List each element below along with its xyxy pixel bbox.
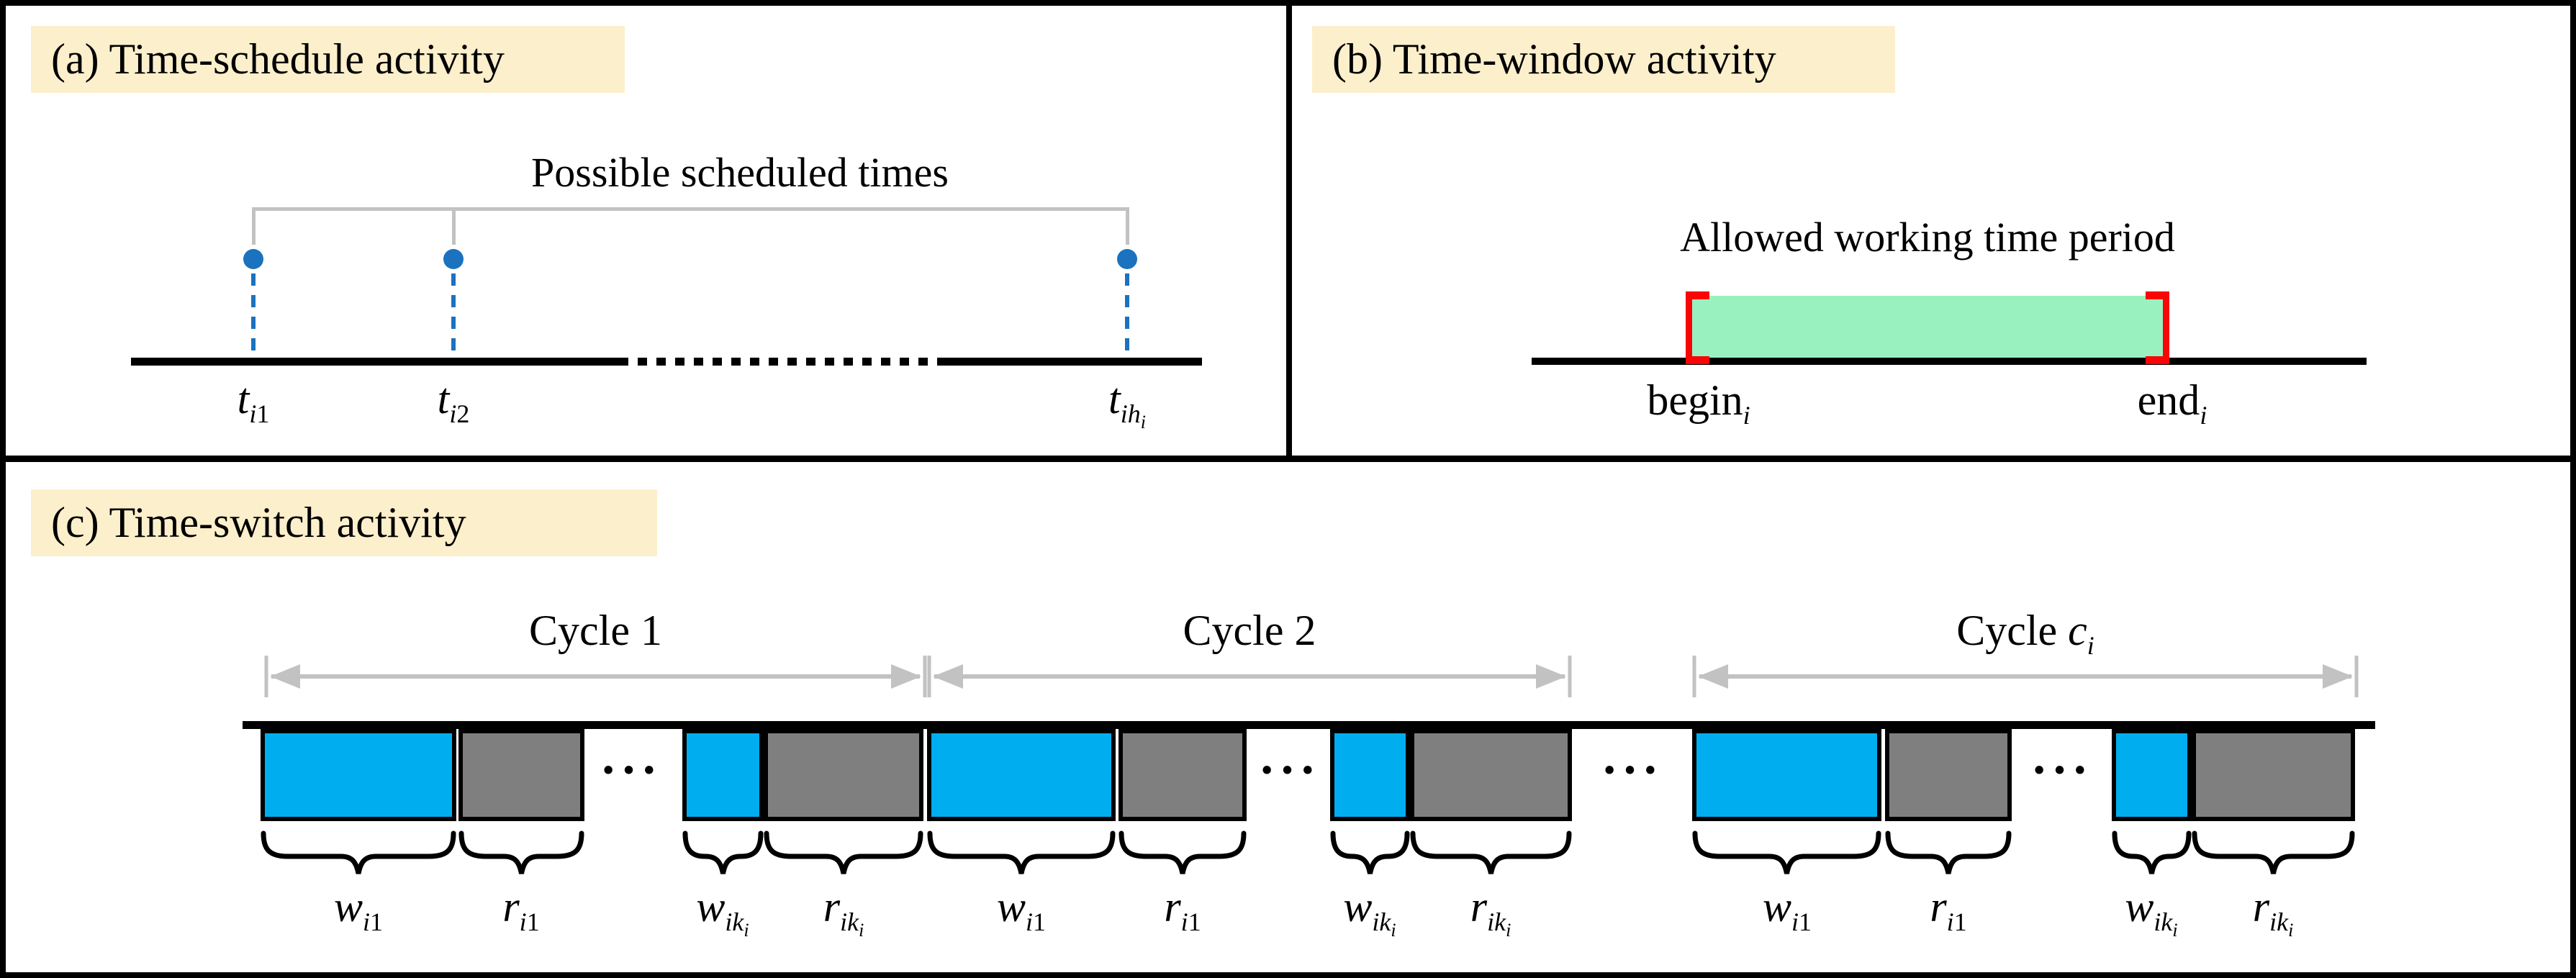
duration-label: riki	[2252, 883, 2294, 941]
end-bracket-bottom-tip	[2146, 356, 2169, 364]
timeline-b	[1532, 358, 2367, 365]
cycle-arrow	[1692, 656, 2359, 697]
rest-block	[1118, 729, 1247, 821]
rest-block	[764, 729, 923, 821]
duration-label: wiki	[1343, 883, 1396, 941]
timeline-a-dotted	[619, 358, 942, 366]
duration-brace	[682, 830, 764, 874]
rest-block	[1885, 729, 2012, 821]
cycle-arrow	[927, 656, 1572, 697]
cycle-label: Cycle 2	[1183, 607, 1316, 654]
work-block	[1330, 729, 1410, 821]
duration-label: wiki	[2125, 883, 2178, 941]
duration-brace	[1118, 830, 1247, 874]
begin-label: begini	[1647, 376, 1750, 430]
ellipsis-dots: ···	[600, 743, 661, 798]
duration-brace	[1410, 830, 1572, 874]
scheduled-time-dot	[443, 249, 464, 269]
panel-divider-vertical	[1286, 6, 1292, 461]
timeline-c	[243, 721, 2375, 729]
rest-block	[458, 729, 584, 821]
scheduled-time-dot	[243, 249, 263, 269]
panel-b-caption: Allowed working time period	[1680, 214, 2175, 261]
duration-brace	[2112, 830, 2192, 874]
cycle-label: Cycle 1	[529, 607, 662, 654]
end-label: endi	[2137, 376, 2207, 430]
work-block	[927, 729, 1116, 821]
duration-label: wi1	[996, 883, 1047, 936]
ellipsis-dots: ···	[2030, 743, 2092, 798]
work-block	[2112, 729, 2192, 821]
begin-bracket-top-tip	[1686, 291, 1709, 299]
duration-brace	[764, 830, 923, 874]
work-block	[682, 729, 764, 821]
bracket-stem	[1126, 207, 1129, 245]
duration-label: ri1	[1164, 883, 1201, 936]
begin-bracket-bottom-tip	[1686, 356, 1709, 364]
work-block	[1692, 729, 1881, 821]
scheduled-time-dashed-line	[1125, 273, 1129, 358]
panel-a-caption: Possible scheduled times	[531, 149, 949, 196]
rest-block	[1410, 729, 1572, 821]
possible-times-bracket	[252, 207, 1129, 211]
duration-brace	[927, 830, 1116, 874]
scheduled-time-dashed-line	[251, 273, 256, 358]
allowed-window-rect	[1691, 296, 2164, 358]
end-bracket-top-tip	[2146, 291, 2169, 299]
timeline-a-left	[131, 358, 619, 366]
panel-a-tag: (a) Time-schedule activity	[31, 26, 625, 93]
scheduled-time-dot	[1117, 249, 1137, 269]
bracket-stem	[452, 207, 456, 245]
scheduled-time-label: ti1	[237, 375, 270, 428]
duration-label: wiki	[696, 883, 749, 941]
duration-brace	[1885, 830, 2012, 874]
bracket-stem	[252, 207, 256, 245]
ellipsis-dots: ···	[1258, 743, 1320, 798]
scheduled-time-dashed-line	[451, 273, 456, 358]
duration-brace	[1692, 830, 1881, 874]
end-bracket	[2163, 291, 2169, 364]
duration-label: riki	[1470, 883, 1511, 941]
scheduled-time-label: tihi	[1108, 375, 1146, 433]
work-block	[261, 729, 456, 821]
duration-label: wi1	[333, 883, 384, 936]
ellipsis-dots: ···	[1601, 743, 1663, 798]
duration-label: ri1	[1930, 883, 1967, 936]
duration-brace	[261, 830, 456, 874]
duration-label: riki	[823, 883, 864, 941]
duration-label: wi1	[1762, 883, 1812, 936]
cycle-label: Cycle ci	[1956, 607, 2094, 660]
duration-brace	[458, 830, 584, 874]
duration-brace	[2192, 830, 2355, 874]
panel-b-tag: (b) Time-window activity	[1312, 26, 1895, 93]
begin-bracket	[1686, 291, 1692, 364]
duration-label: ri1	[502, 883, 540, 936]
panel-divider-horizontal	[6, 456, 2570, 462]
cycle-arrow	[264, 656, 927, 697]
panel-c-tag: (c) Time-switch activity	[31, 489, 657, 556]
scheduled-time-label: ti2	[437, 375, 470, 428]
timeline-a-right	[942, 358, 1202, 366]
duration-brace	[1330, 830, 1410, 874]
rest-block	[2192, 729, 2355, 821]
